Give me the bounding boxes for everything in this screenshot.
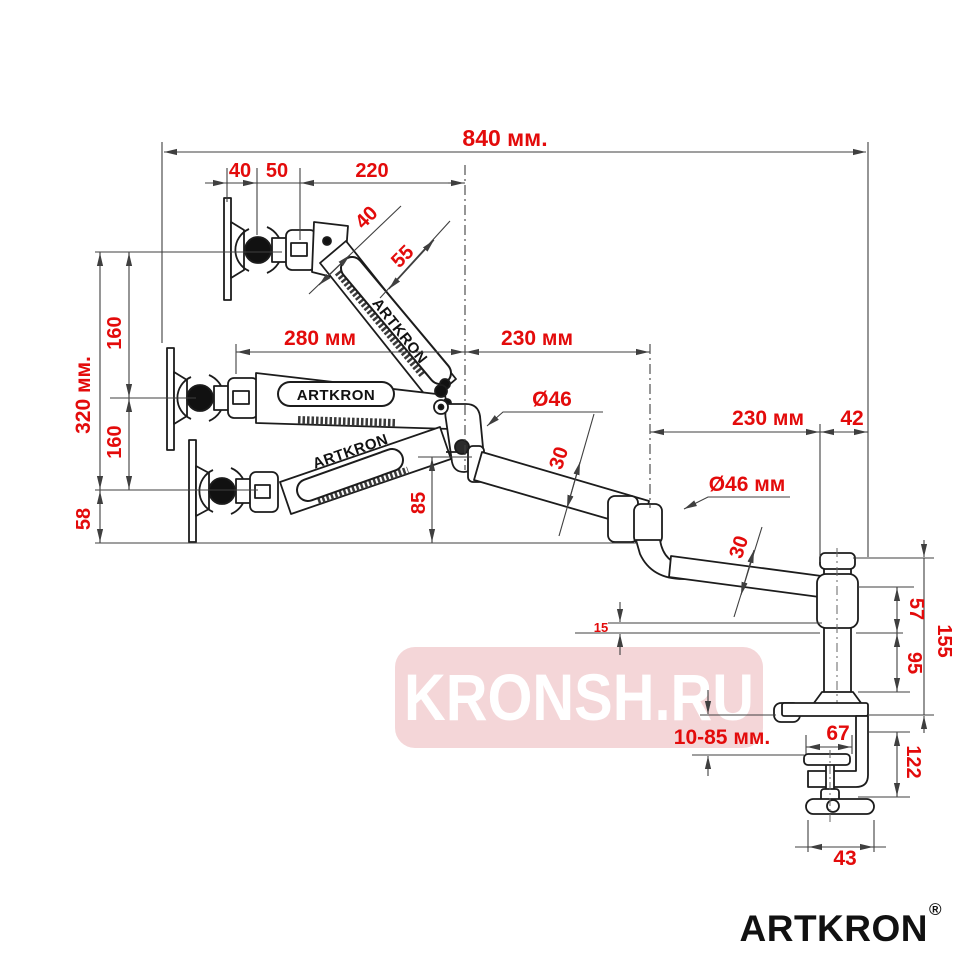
dim-lift-lower: 160: [104, 425, 126, 458]
gas-spring-arm-middle: [255, 372, 452, 430]
registered-trademark-icon: ®: [929, 900, 942, 919]
dim-clamp-arm-length: 67: [826, 722, 849, 745]
dim-vesa-offset: 40: [229, 160, 251, 182]
dim-step: 15: [594, 620, 608, 635]
dim-elbow-drop: 85: [408, 492, 430, 514]
dim-elbow-diameter: Ø46: [532, 388, 572, 411]
dim-pole-lower: 95: [903, 652, 925, 674]
dim-total-width: 840 мм.: [462, 125, 547, 151]
dim-desk-thickness-range: 10-85 мм.: [674, 726, 770, 749]
dim-joint-offset: 50: [266, 160, 288, 182]
monitor-plate-middle: [166, 347, 259, 451]
dim-lower-arm-tube: 30: [545, 444, 573, 472]
dimension-labels: 840 мм. 40 50 220 40 55 320 мм. 160 160 …: [72, 125, 955, 870]
dim-below-offset: 58: [73, 508, 95, 530]
watermark-text: KRONSH.RU: [404, 660, 754, 734]
support-pole: [810, 548, 865, 708]
dim-arm-body-width: 55: [387, 241, 418, 272]
dim-collar-height: 57: [905, 598, 927, 620]
dim-lower-reach: 230 мм: [732, 407, 804, 430]
watermark-band: KRONSH.RU: [395, 647, 763, 748]
brand-logo: ARTKRON ®: [740, 900, 942, 949]
dim-upper-arm-reach: 220: [355, 160, 388, 182]
dim-clamp-foot-width: 43: [833, 847, 856, 870]
dim-front-reach: 280 мм: [284, 327, 356, 350]
lower-arm-link: [467, 445, 650, 530]
monitor-plate-top: [223, 197, 349, 301]
dim-pole-height: 155: [933, 624, 955, 657]
dim-wrist-diameter: Ø46 мм: [709, 473, 786, 496]
dim-vertical-range: 320 мм.: [72, 356, 95, 434]
dim-lift-upper: 160: [104, 316, 126, 349]
brand-logo-text: ARTKRON: [740, 908, 928, 949]
monitor-plate-bottom: [188, 439, 279, 543]
desk-clamp: [773, 702, 875, 824]
dimension-lines: [95, 142, 934, 852]
dim-mid-reach: 230 мм: [501, 327, 573, 350]
dim-forearm-tube: 30: [725, 533, 753, 561]
forearm-link: [668, 555, 830, 599]
gas-spring-arm-top: [319, 240, 457, 402]
dim-clamp-height: 122: [902, 745, 924, 778]
dim-pole-top-width: 42: [840, 407, 863, 430]
arm-label-middle: ARTKRON: [297, 387, 376, 404]
